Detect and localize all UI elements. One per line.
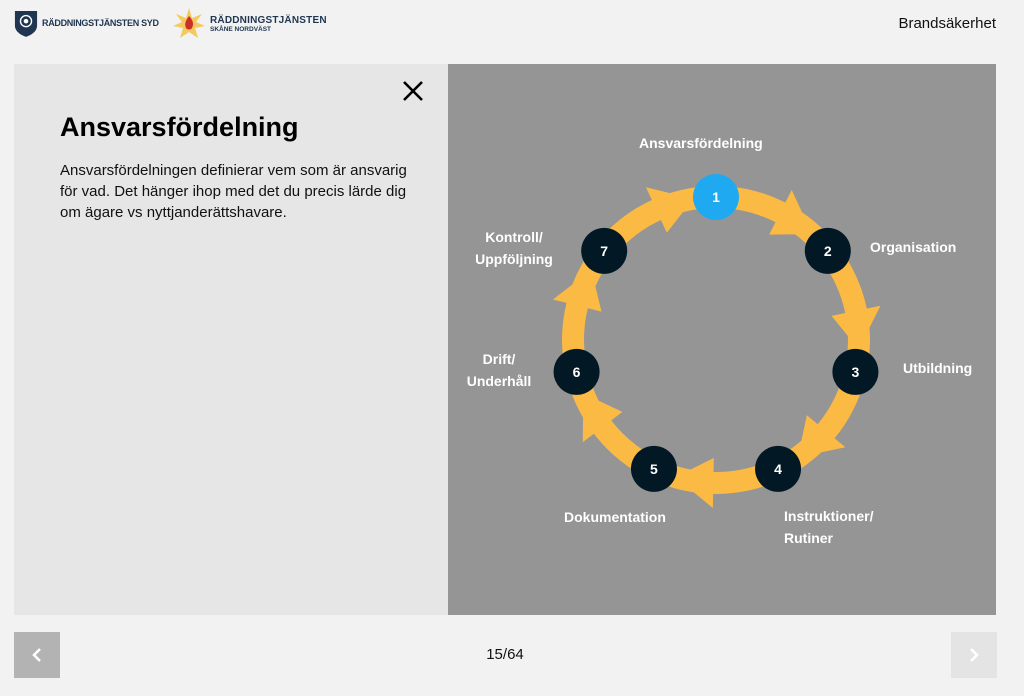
step-label-2: Organisation: [870, 239, 957, 255]
logo2-subtitle: SKÅNE NORDVÄST: [210, 26, 272, 33]
step-node-5[interactable]: [630, 445, 677, 492]
arrow-head: [831, 305, 881, 350]
step-number-7: 7: [600, 243, 608, 259]
step-label-7: Kontroll/ Uppföljning: [475, 229, 553, 267]
section-title: Brandsäkerhet: [898, 15, 996, 32]
step-node-6[interactable]: [553, 348, 600, 395]
step-number-2: 2: [824, 243, 832, 259]
shield-logo-icon: [14, 11, 38, 37]
arrow-head: [769, 190, 813, 235]
step-node-2[interactable]: [804, 227, 851, 274]
chevron-left-icon: [32, 648, 41, 662]
step-label-4: Instruktioner/ Rutiner: [784, 508, 874, 546]
logo1-text: RÄDDNINGSTJÄNSTEN SYD: [42, 18, 159, 28]
diagram-panel: [448, 64, 996, 615]
logo-raddningstjansten-skane-nordvast: RÄDDNINGSTJÄNSTEN SKÅNE NORDVÄST: [172, 7, 327, 41]
page-indicator: 15/64: [486, 646, 524, 663]
arrow-head: [645, 187, 694, 233]
arrow-head: [675, 457, 714, 508]
step-label-1: Ansvarsfördelning: [639, 135, 763, 151]
chevron-right-icon: [970, 648, 979, 662]
flame-star-logo-icon: [173, 8, 205, 38]
step-label-6: Drift/ Underhåll: [466, 351, 532, 389]
arrow-head: [797, 415, 846, 458]
step-number-6: 6: [573, 364, 581, 380]
description: Ansvarsfördelningen definierar vem som ä…: [60, 162, 407, 221]
page-title: Ansvarsfördelning: [60, 112, 299, 142]
arrow-head: [552, 269, 602, 312]
logo2-title: RÄDDNINGSTJÄNSTEN: [210, 15, 327, 26]
step-number-1: 1: [712, 189, 720, 205]
cycle-diagram: 1 2 3 4 5 6 7: [552, 174, 881, 508]
close-icon[interactable]: [400, 78, 426, 104]
arrow-head: [582, 393, 623, 443]
step-number-3: 3: [852, 364, 860, 380]
logo-raddningstjansten-syd: RÄDDNINGSTJÄNSTEN SYD: [14, 9, 159, 37]
step-node-7[interactable]: [581, 227, 628, 274]
step-number-5: 5: [650, 461, 658, 477]
step-number-4: 4: [774, 461, 782, 477]
prev-button[interactable]: [14, 632, 60, 678]
text-panel: [14, 64, 448, 615]
step-node-3[interactable]: [832, 348, 879, 395]
step-node-1[interactable]: [693, 174, 739, 220]
step-label-5: Dokumentation: [564, 509, 666, 525]
next-button[interactable]: [951, 632, 997, 678]
step-label-3: Utbildning: [903, 360, 973, 376]
step-node-4[interactable]: [755, 445, 802, 492]
